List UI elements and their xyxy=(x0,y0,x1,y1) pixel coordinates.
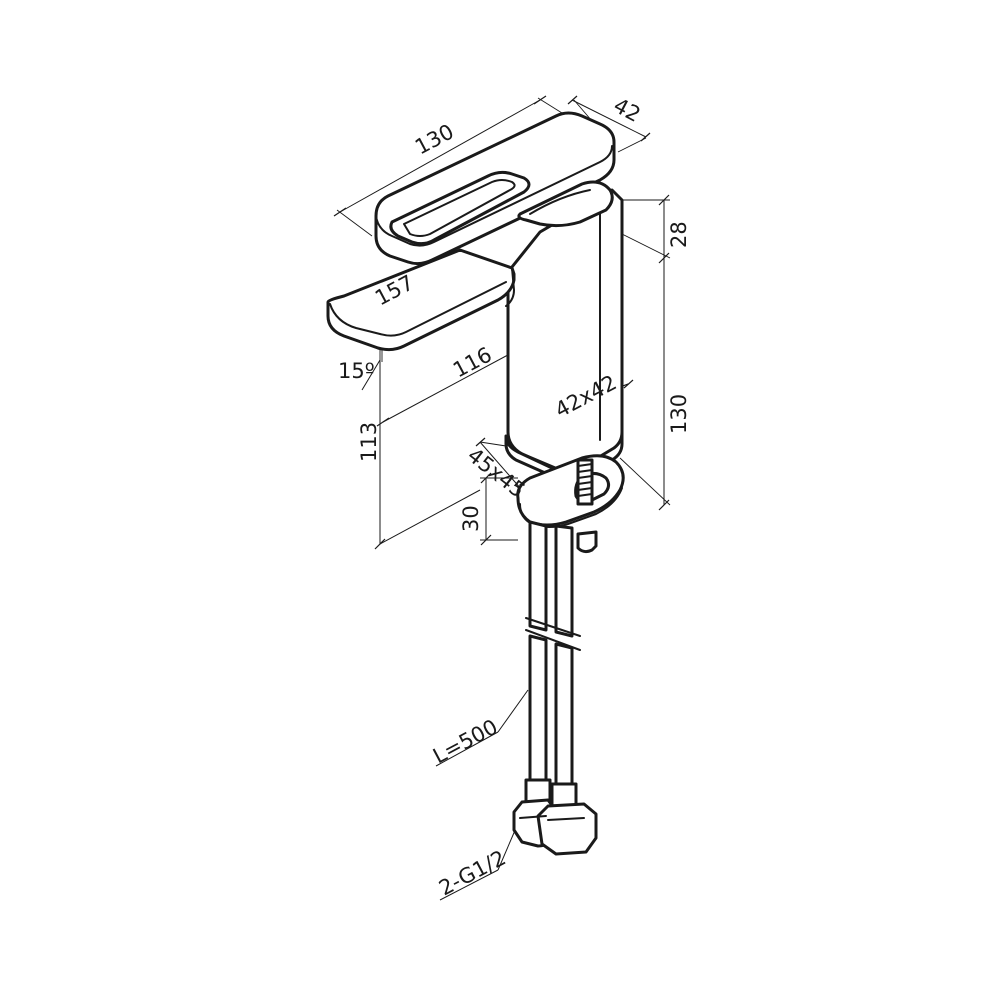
spout-top xyxy=(374,111,616,266)
handle-lever xyxy=(326,248,516,352)
label-outlet-height: 113 xyxy=(357,422,381,462)
connection-nuts xyxy=(512,798,598,856)
faucet-body xyxy=(504,188,624,482)
label-hose-length: L=500 xyxy=(429,715,502,769)
label-spout-thickness: 28 xyxy=(667,221,691,248)
flexible-hoses xyxy=(524,520,581,812)
label-connection: 2-G1/2 xyxy=(435,846,510,901)
label-reach: 116 xyxy=(449,342,496,382)
label-body-height: 130 xyxy=(667,394,691,434)
label-handle-angle: 15º xyxy=(338,359,375,383)
mounting-assembly xyxy=(516,454,625,554)
label-spout-length: 130 xyxy=(411,119,458,159)
label-base-height: 30 xyxy=(459,505,483,532)
